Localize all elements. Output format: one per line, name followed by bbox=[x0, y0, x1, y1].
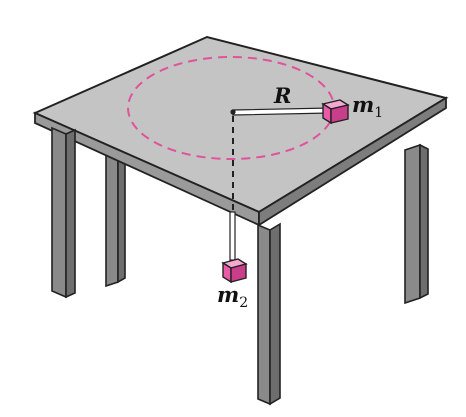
radius-label: R bbox=[273, 83, 291, 108]
mass-m1-block bbox=[321, 99, 350, 125]
center-hole bbox=[230, 109, 236, 115]
table-leg-back-left bbox=[105, 144, 126, 288]
table-leg-front-left bbox=[51, 126, 76, 299]
tabletop-edge-right bbox=[258, 96, 447, 227]
mass1-label: m1 bbox=[352, 92, 383, 121]
table-leg-back-right bbox=[404, 143, 429, 305]
mass-m2-block bbox=[221, 258, 248, 284]
string-hanging bbox=[229, 211, 236, 261]
table-leg-front-center bbox=[257, 222, 281, 406]
mass2-label: m2 bbox=[217, 282, 248, 311]
tabletop bbox=[32, 35, 449, 214]
